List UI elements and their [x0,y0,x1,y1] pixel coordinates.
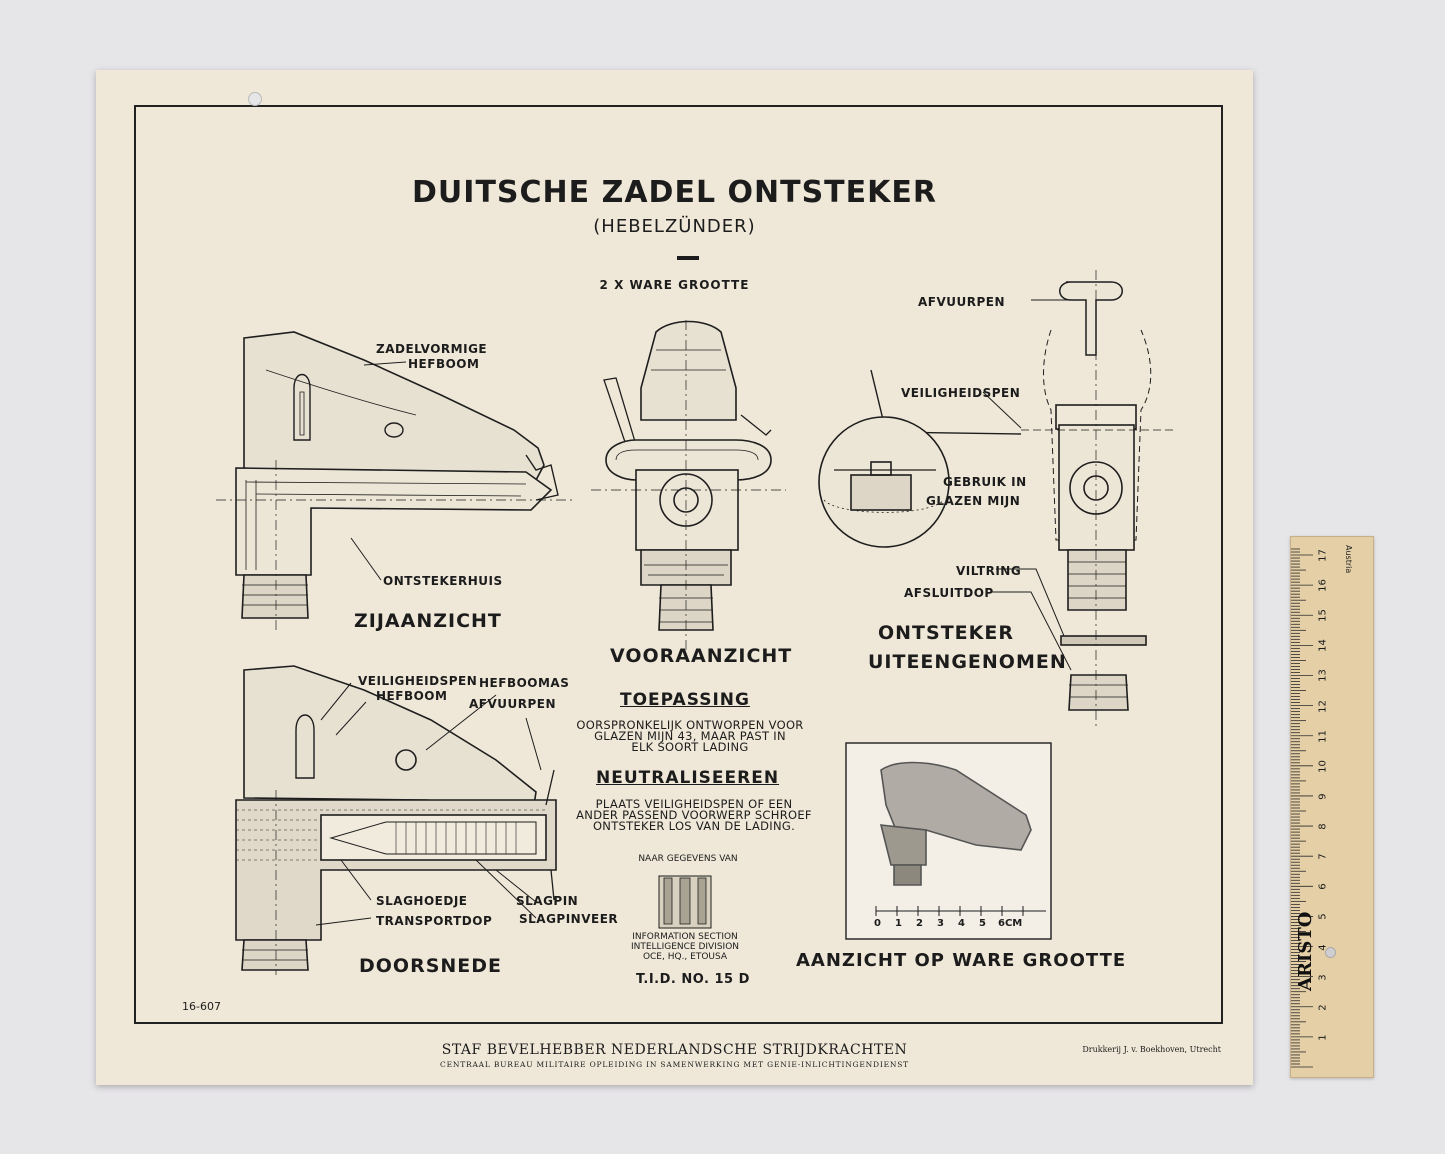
ruler-country: Austria [1344,545,1353,574]
view-title-section: DOORSNEDE [359,955,503,977]
photo-scale-unit: 6CM [998,918,1023,929]
label-slagpin: SLAGPIN [516,894,579,908]
label-afvuurpen: AFVUURPEN [918,295,1006,309]
photo-scale-tick: 5 [979,918,986,929]
ruler-hole [1325,947,1336,958]
label-zadelvormige: ZADELVORMIGE [376,342,488,356]
printer-credit: Drukkerij J. v. Boekhoven, Utrecht [1082,1045,1221,1054]
toepassing-text: OORSPRONKELIJK ONTWORPEN VOOR GLAZEN MIJ… [570,718,810,754]
label-transportdop: TRANSPORTDOP [376,914,493,928]
glass-mine-inset [818,416,950,548]
photo-scale-tick: 0 [874,918,881,929]
label-slagpinveer: SLAGPINVEER [519,912,619,926]
ruler-number: 15 [1317,609,1329,623]
label-ontstekerhuis: ONTSTEKERHUIS [383,574,503,588]
scale-note: 2 X WARE GROOTTE [599,278,750,292]
source-line-3: OCE, HQ., ETOUSA [642,952,728,962]
label-viltring: VILTRING [956,564,1022,578]
label-glazen-mijn: GLAZEN MIJN [926,494,1021,508]
source-line-2: INTELLIGENCE DIVISION [630,942,740,952]
view-title-true-size: AANZICHT OP WARE GROOTTE [796,950,1127,971]
sheet-number: 16-607 [182,1000,221,1013]
exploded-view-drawing [870,270,1176,730]
photo-scale-tick: 3 [937,918,944,929]
ruler-number: 12 [1317,699,1329,713]
ruler-number: 9 [1317,793,1329,800]
photo-scale-tick: 4 [958,918,965,929]
label-section-afvuurpen: AFVUURPEN [469,697,557,711]
neutraliseeren-line-1: PLAATS VEILIGHEIDSPEN OF EEN [595,797,793,811]
poster-title: DUITSCHE ZADEL ONTSTEKER [412,175,937,210]
label-section-veiligheidspen: VEILIGHEIDSPEN [358,674,478,688]
photo-scale-tick: 1 [895,918,902,929]
ruler-number: 7 [1317,853,1329,860]
photo-scale-tick: 2 [916,918,923,929]
ruler-ticks [1291,548,1313,1068]
source-text: INFORMATION SECTION INTELLIGENCE DIVISIO… [610,932,760,962]
ruler-number: 11 [1317,729,1329,743]
ruler-number: 3 [1317,973,1329,981]
source-line-1: INFORMATION SECTION [632,932,738,942]
footer-organization: STAF BEVELHEBBER NEDERLANDSCHE STRIJDKRA… [441,1042,908,1058]
cross-section-drawing [235,665,557,975]
toepassing-line-2: GLAZEN MIJN 43, MAAR PAST IN [594,729,786,743]
label-veiligheidspen: VEILIGHEIDSPEN [901,386,1021,400]
ruler-number: 10 [1317,759,1329,773]
label-section-hefboom: HEFBOOM [376,689,448,703]
ruler-number: 1 [1317,1034,1329,1041]
toepassing-line-3: ELK SOORT LADING [631,740,749,754]
ruler-number: 14 [1317,639,1329,653]
technical-drawings [216,270,1176,975]
toepassing-heading: TOEPASSING [620,690,750,710]
view-title-front: VOORAANZICHT [610,645,793,667]
front-view-drawing [591,320,786,650]
ruler-number: 17 [1317,549,1329,562]
view-title-exploded-2: UITEENGENOMEN [868,651,1067,673]
neutraliseeren-line-2: ANDER PASSEND VOORWERP SCHROEF [576,808,812,822]
label-afsluitdop: AFSLUITDOP [904,586,994,600]
neutraliseeren-heading: NEUTRALISEEREN [596,768,780,788]
ruler-number: 13 [1317,669,1329,683]
footer-department: CENTRAAL BUREAU MILITAIRE OPLEIDING IN S… [440,1060,909,1069]
true-size-photo [845,742,1052,940]
label-gebruik-in: GEBRUIK IN [943,475,1027,489]
neutraliseeren-line-3: ONTSTEKER LOS VAN DE LADING. [592,819,796,833]
poster-sheet: DUITSCHE ZADEL ONTSTEKER (HEBELZÜNDER) 2… [96,70,1253,1085]
source-intro: NAAR GEGEVENS VAN [638,854,738,864]
label-slaghoedje: SLAGHOEDJE [376,894,468,908]
ruler-number: 8 [1317,823,1329,830]
punch-hole [248,92,262,106]
side-view-drawing [216,331,576,630]
ruler-number: 6 [1317,883,1329,890]
view-title-side: ZIJAANZICHT [354,610,502,632]
neutraliseeren-text: PLAATS VEILIGHEIDSPEN OF EEN ANDER PASSE… [574,797,814,833]
engineer-castle-emblem [658,875,712,929]
poster-border [134,105,1223,1024]
tid-number: T.I.D. NO. 15 D [636,972,750,987]
ruler-number: 16 [1317,579,1329,592]
ruler-number: 2 [1317,1004,1329,1011]
label-hefboomas: HEFBOOMAS [479,676,570,690]
poster-subtitle: (HEBELZÜNDER) [593,216,756,237]
toepassing-line-1: OORSPRONKELIJK ONTWORPEN VOOR [576,718,804,732]
title-dash [677,256,699,260]
view-title-exploded-1: ONTSTEKER [878,622,1014,644]
ruler-brand: ARISTO [1295,911,1316,991]
ruler-number: 5 [1317,913,1329,921]
label-hefboom: HEFBOOM [408,357,480,371]
